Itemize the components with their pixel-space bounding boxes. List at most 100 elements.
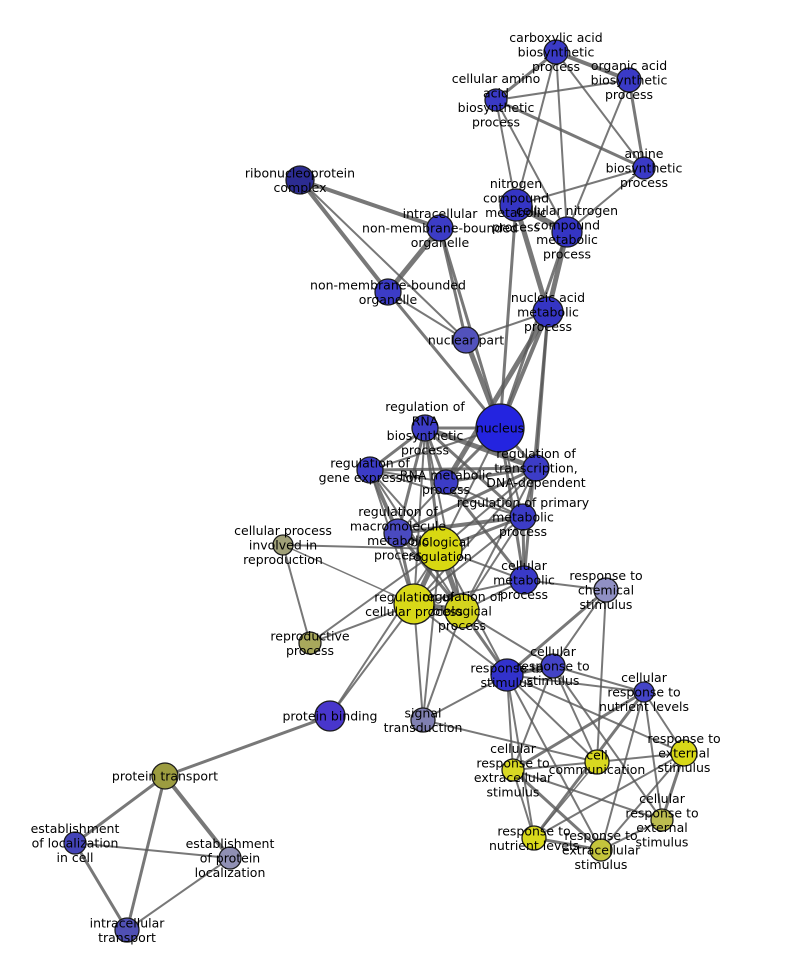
edge-cres-rexs — [511, 768, 603, 852]
node-cellular-metabolic-process[interactable] — [509, 565, 539, 595]
edge-crs-cc — [552, 665, 598, 763]
node-biological-regulation[interactable] — [417, 526, 463, 572]
node-cellular-response-to-extracellular-stimulus[interactable] — [501, 758, 525, 782]
edge-cncm-nuc — [498, 230, 569, 430]
edge-ab-cncm — [566, 167, 645, 233]
edge-rs-cc — [506, 674, 598, 763]
node-response-to-external-stimulus[interactable] — [670, 739, 698, 767]
node-non-membrane-bounded-organelle[interactable] — [374, 278, 402, 306]
node-nucleic-acid-metabolic-process[interactable] — [532, 296, 564, 328]
edge-epl-it — [126, 857, 231, 931]
node-rna-metabolic-process[interactable] — [433, 469, 459, 495]
node-regulation-of-primary-metabolic-process[interactable] — [509, 503, 537, 531]
node-nitrogen-compound-metabolic-process[interactable] — [499, 188, 533, 222]
edge-cres-crexs — [512, 769, 663, 821]
edge-pb-rcp — [329, 603, 415, 717]
edge-rbp-st — [422, 610, 463, 721]
node-regulation-of-gene-expression[interactable] — [356, 456, 384, 484]
node-nuclear-part[interactable] — [452, 326, 480, 354]
node-label-nucleus: nucleus — [476, 421, 524, 436]
edge-oab-caab — [495, 79, 630, 101]
edge-rtd-rmp — [444, 466, 538, 484]
node-establishment-of-protein-localization[interactable] — [218, 846, 242, 870]
node-reproductive-process[interactable] — [298, 631, 322, 655]
edge-rs-res — [506, 674, 685, 754]
node-response-to-extracellular-stimulus[interactable] — [589, 838, 613, 862]
edge-rp-cpr — [282, 544, 311, 644]
node-cell-communication[interactable] — [584, 749, 610, 775]
node-cellular-response-to-nutrient-levels[interactable] — [633, 681, 655, 703]
node-ribonucleoprotein-complex[interactable] — [285, 165, 315, 195]
edge-res-cc — [596, 752, 685, 763]
edge-cab-ab — [555, 51, 645, 169]
edge-ncm-nam — [513, 202, 551, 315]
node-intracellular-transport[interactable] — [114, 917, 140, 943]
edge-st-cc — [422, 719, 598, 763]
node-establishment-of-localization-in-cell[interactable] — [63, 831, 87, 855]
node-response-to-stimulus[interactable] — [490, 658, 524, 692]
node-cellular-response-to-stimulus[interactable] — [540, 653, 566, 679]
edge-pb-pt — [163, 714, 332, 778]
edge-pt-it — [125, 774, 167, 932]
node-protein-binding[interactable] — [314, 700, 346, 732]
node-organic-acid-biosynthetic-process[interactable] — [616, 67, 642, 93]
edge-inmo-nmo — [385, 225, 443, 295]
edge-rs-rexs — [506, 674, 602, 851]
edge-cc-cres — [512, 761, 598, 771]
edge-caab-cncm — [495, 99, 568, 233]
edge-ab-ncm — [515, 167, 645, 206]
edge-rtd-rge — [368, 466, 538, 472]
edge-rs-rnl — [506, 674, 535, 839]
edge-rcs-crs — [552, 589, 607, 667]
node-cellular-nitrogen-compound-metabolic-process[interactable] — [551, 216, 583, 248]
node-regulation-of-transcription-dna-dependent[interactable] — [522, 454, 550, 482]
edge-cab-cncm — [555, 51, 568, 233]
edge-nam-cmp — [522, 310, 550, 582]
node-regulation-of-rna-biosynthetic-process[interactable] — [411, 414, 439, 442]
node-cellular-process-involved-in-reproduction[interactable] — [272, 534, 294, 556]
node-carboxylic-acid-biosynthetic-process[interactable] — [543, 39, 569, 65]
node-response-to-chemical-stimulus[interactable] — [593, 577, 619, 603]
edge-rp-br — [309, 548, 441, 644]
node-regulation-of-macromolecule-metabolic-process[interactable] — [383, 518, 413, 548]
edge-nmo-np — [387, 291, 467, 341]
edge-cab-oab — [554, 50, 631, 82]
edge-rnp-nmo — [298, 178, 390, 294]
node-response-to-nutrient-levels[interactable] — [521, 825, 547, 851]
edge-pt-elc — [73, 774, 167, 845]
node-protein-transport[interactable] — [151, 762, 179, 790]
node-amine-biosynthetic-process[interactable] — [632, 156, 656, 180]
edge-oab-cncm — [566, 79, 630, 233]
node-signal-transduction[interactable] — [410, 707, 436, 733]
node-regulation-of-biological-process[interactable] — [444, 593, 480, 629]
node-regulation-of-cellular-process[interactable] — [393, 583, 435, 625]
node-cellular-response-to-external-stimulus[interactable] — [650, 808, 674, 832]
node-nucleus[interactable] — [475, 403, 525, 453]
node-cellular-amino-acid-biosynthetic-process[interactable] — [484, 88, 508, 112]
edge-nam-rmp — [443, 309, 551, 485]
edge-oab-ab — [627, 78, 646, 170]
edge-rrb-rtd — [422, 425, 539, 471]
node-intracellular-non-membrane-bounded-organelle[interactable] — [426, 214, 454, 242]
edge-rmm-rpm — [396, 515, 525, 535]
